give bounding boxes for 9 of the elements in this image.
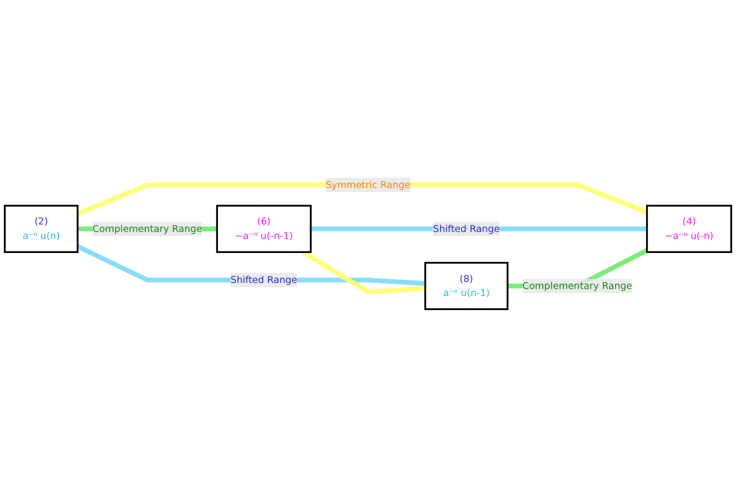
node-box: (6) −a⁻ⁿ u(-n-1) — [216, 204, 312, 253]
edge-label: Symmetric Range — [326, 178, 410, 190]
node-box: (4) −a⁻ⁿ u(-n) — [646, 204, 732, 253]
edge-label: Shifted Range — [433, 222, 500, 234]
edge-label: Complementary Range — [92, 222, 202, 234]
node-box: (2) a⁻ⁿ u(n) — [4, 204, 79, 253]
edge-label: Complementary Range — [522, 280, 632, 292]
edge-label: Shifted Range — [230, 274, 298, 286]
node-box: (8) a⁻ⁿ u(n-1) — [424, 262, 508, 310]
